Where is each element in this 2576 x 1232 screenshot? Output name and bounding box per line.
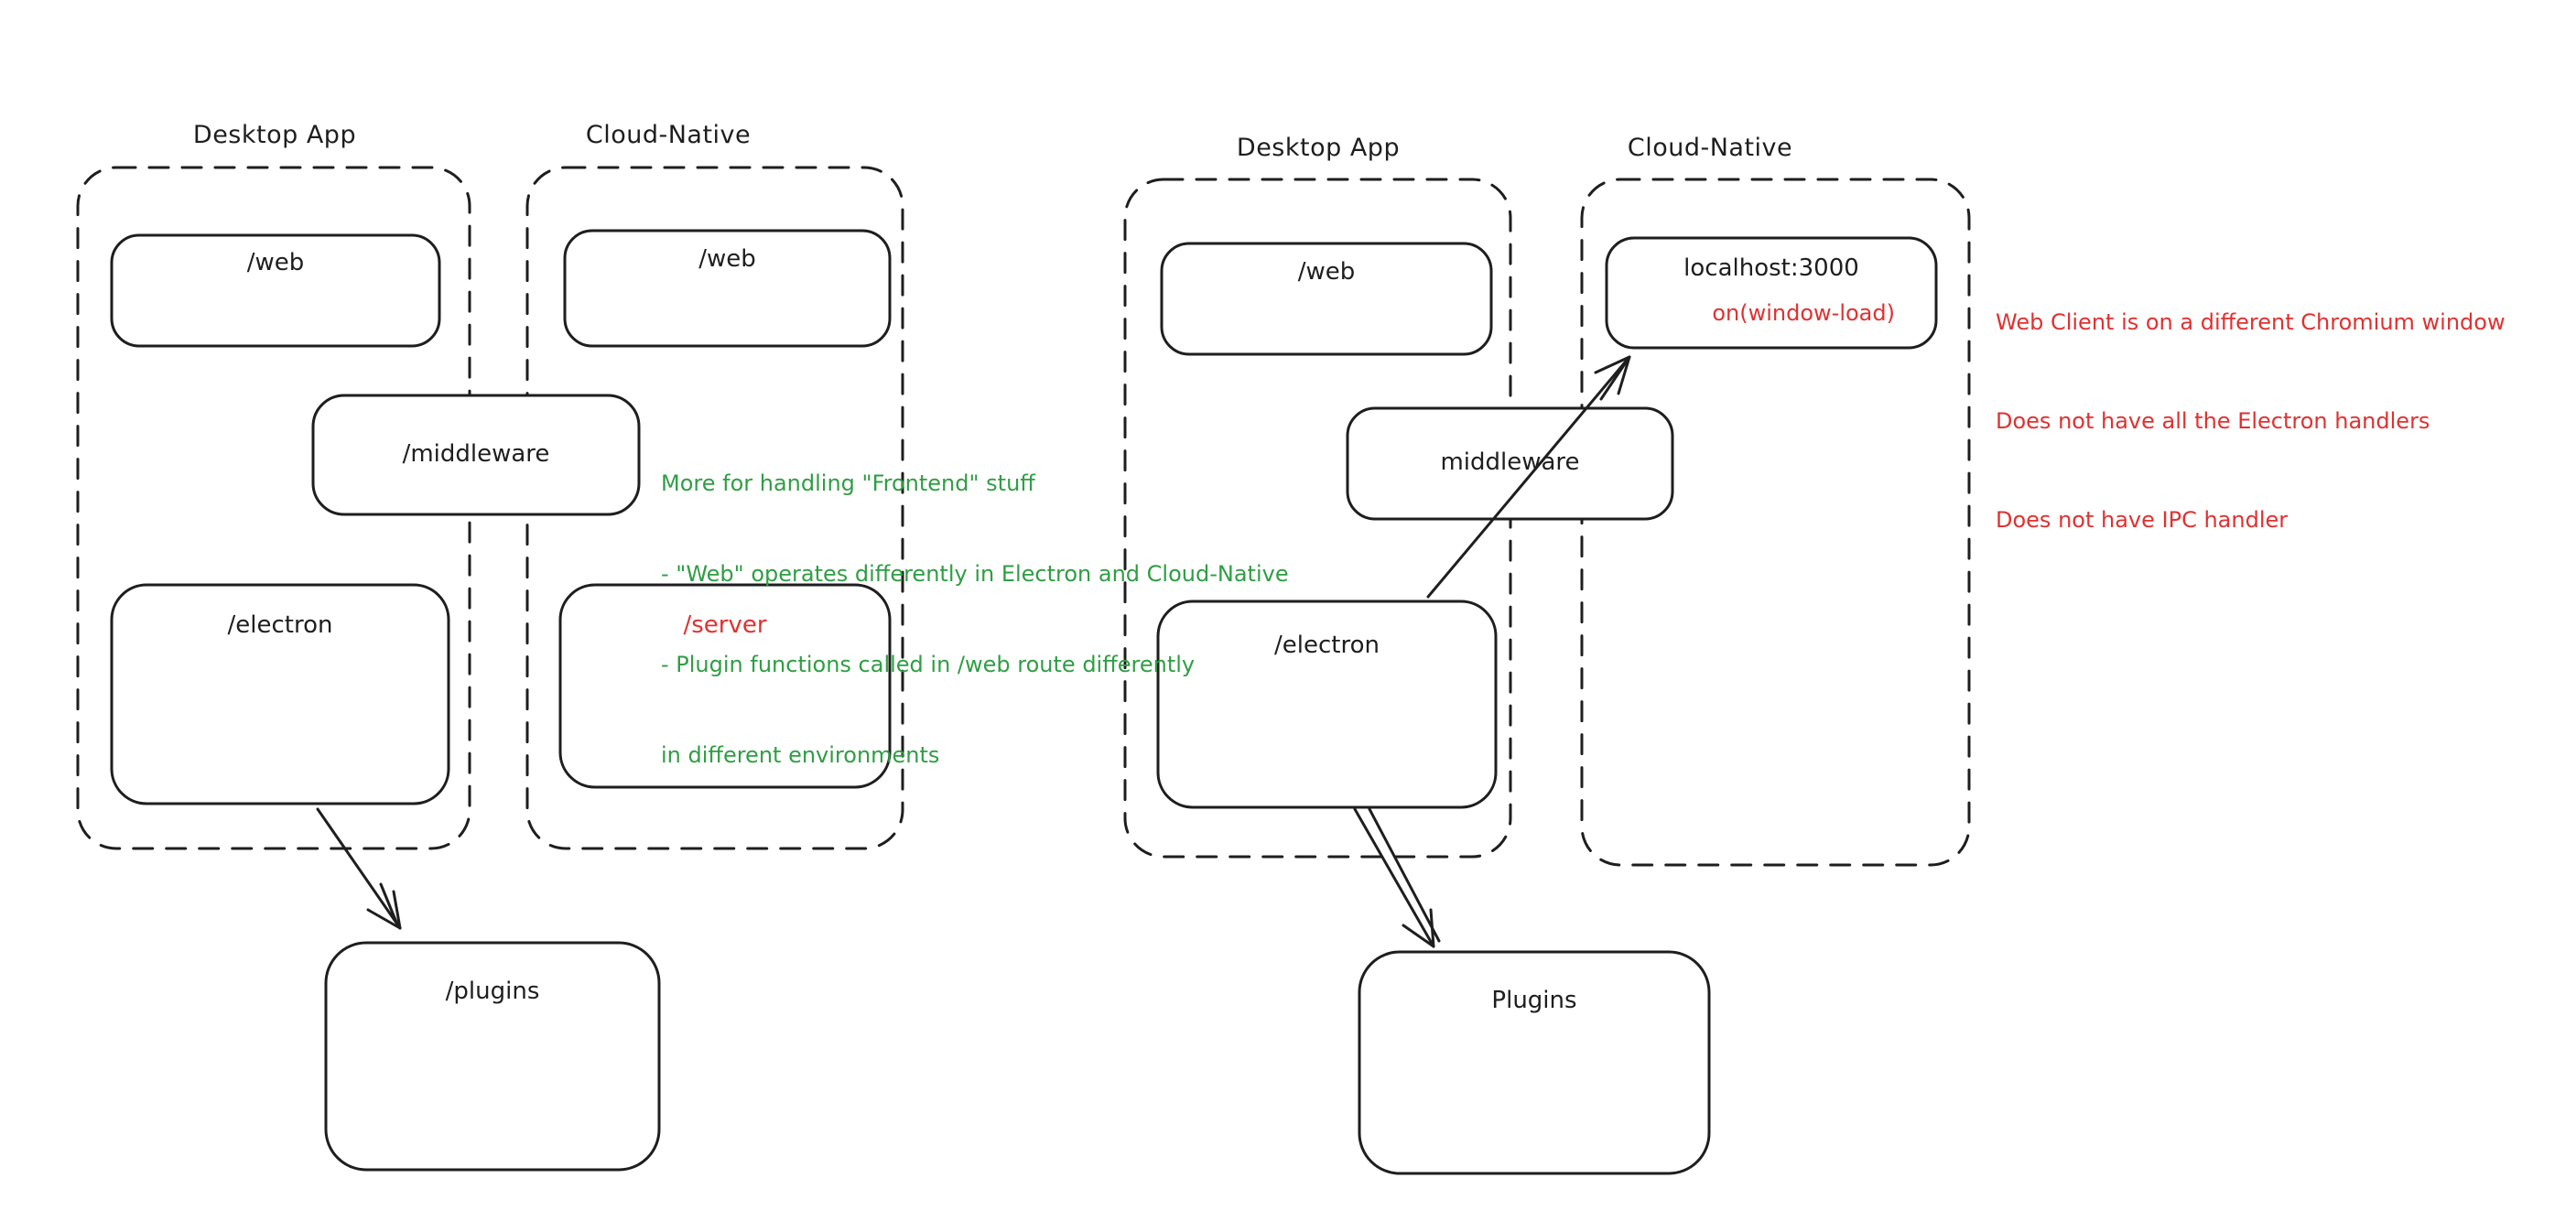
cloud-native-title-left: Cloud-Native bbox=[585, 121, 752, 149]
server-box-left bbox=[558, 583, 892, 789]
localhost-box-right bbox=[1605, 236, 1938, 350]
web-box-label-left-cloud: /web bbox=[698, 245, 756, 273]
web-box-left-cloud bbox=[563, 229, 892, 348]
annotation-line: - Plugin functions called in /web route … bbox=[661, 652, 1196, 677]
annotation-line: More for handling "Frontend" stuff bbox=[661, 470, 1035, 496]
plugins-box-left bbox=[324, 941, 661, 1172]
web-box-left-desktop bbox=[110, 233, 441, 348]
annotation-line: Does not have IPC handler bbox=[1996, 507, 2289, 533]
arrow-electron-to-plugins-left bbox=[316, 807, 402, 930]
electron-box-label-left: /electron bbox=[227, 611, 333, 639]
middleware-box-right bbox=[1346, 406, 1674, 521]
server-box-label-left: /server bbox=[683, 611, 767, 639]
plugins-box-label-right: Plugins bbox=[1491, 987, 1577, 1014]
desktop-app-title-right: Desktop App bbox=[1236, 134, 1401, 162]
localhost-box-label: localhost:3000 bbox=[1683, 254, 1859, 282]
annotation-line: Does not have all the Electron handlers bbox=[1996, 408, 2430, 434]
desktop-app-title-left: Desktop App bbox=[192, 121, 357, 149]
middleware-box-label-right: middleware bbox=[1440, 448, 1580, 476]
cloud-native-container-right bbox=[1580, 178, 1971, 867]
plugins-box-label-left: /plugins bbox=[445, 978, 540, 1005]
web-box-label-right-desktop: /web bbox=[1297, 258, 1356, 286]
electron-box-label-right: /electron bbox=[1274, 632, 1380, 659]
middleware-box-left bbox=[311, 394, 641, 516]
electron-box-right bbox=[1156, 600, 1498, 809]
web-box-label-left-desktop: /web bbox=[246, 249, 305, 276]
annotation-line: Web Client is on a different Chromium wi… bbox=[1996, 309, 2506, 335]
annotation-line: - "Web" operates differently in Electron… bbox=[661, 561, 1289, 587]
cloud-native-title-right: Cloud-Native bbox=[1627, 134, 1793, 162]
frontend-annotation-green: More for handling "Frontend" stuff - "We… bbox=[661, 408, 1375, 831]
arrow-electron-to-localhost-right bbox=[1426, 355, 1631, 599]
annotation-line: in different environments bbox=[661, 742, 940, 768]
web-box-right-desktop bbox=[1160, 242, 1493, 356]
web-client-annotation-red: Web Client is on a different Chromium wi… bbox=[1996, 240, 2576, 602]
arrow-electron-to-plugins-right bbox=[1353, 807, 1441, 948]
middleware-box-label-left: /middleware bbox=[402, 440, 550, 468]
plugins-box-right bbox=[1358, 950, 1711, 1175]
electron-box-left bbox=[110, 583, 450, 805]
window-load-label: on(window-load) bbox=[1712, 300, 1895, 326]
